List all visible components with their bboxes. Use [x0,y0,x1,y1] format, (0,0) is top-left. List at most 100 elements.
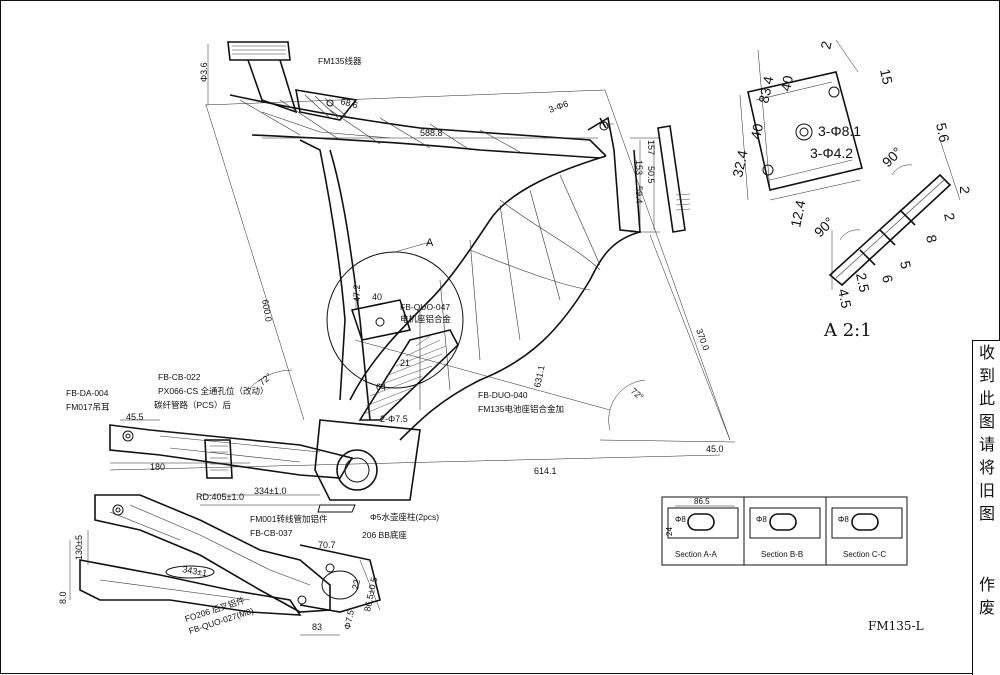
section-b-b [749,507,821,539]
dim-472: 47.2 [352,284,362,302]
dim-head-505: 50.5 [646,166,656,184]
det-834: 83.4 [755,74,776,104]
spacer-part [657,125,691,233]
dim-455: 45.5 [126,412,144,422]
dim-180: 180 [150,462,165,472]
dim-40: 40 [372,292,382,302]
dim-370: 370.0 [694,327,711,352]
seat-clamp [227,41,298,114]
callout-c11: FM001转线管加铝件 [250,514,328,524]
dim-631: 631.1 [532,364,546,388]
dim-head-153: 153 [634,160,644,175]
dim-131: 130±5 [74,535,84,560]
dim-top-tube: 588.8 [420,128,443,138]
dim-8: 8.0 [58,591,68,604]
section-b-b-label: Section B-B [761,550,803,559]
section-a-a-height: 24 [665,527,674,536]
section-labels: Section A-A Section B-B Section C-C 86.5… [665,497,886,559]
stamp-char: 图 [978,412,995,431]
dropout [79,559,302,616]
dim-83: 83 [312,622,322,632]
chainstay [109,424,354,479]
det-124: 12.4 [787,198,808,228]
dim-45: 45.0 [706,444,724,454]
det-45: 4.5 [835,287,855,310]
det-90a: 90° [879,144,905,170]
dim-405: RD:405±1.0 [196,492,244,502]
section-a-a-label: Section A-A [675,550,717,559]
battery-cover [358,329,459,421]
section-a-a-width: 86.5 [694,497,710,506]
dim-600: 600.0 [260,299,274,323]
det-5: 5 [897,259,914,270]
stamp-char: 到 [978,366,995,385]
section-c-c-label: Section C-C [843,550,886,559]
callout-c7: FB-DUO-040 [478,390,528,400]
stamp-char: 图 [978,504,995,523]
dim-seat-top: Φ3.6 [199,62,209,82]
stamp-char: 旧 [978,481,995,500]
callout-c4: 碳纤管路（PCS）后 [154,400,231,410]
det-phi81: 3-Φ8.1 [818,123,861,139]
dimension-lines [69,44,736,636]
callout-c9: FB-QUO-047 [400,302,450,312]
stamp-char: 收 [978,343,995,362]
sections-panel [661,496,908,566]
head-tube [587,116,641,233]
section-c-c-hole: Φ8 [838,515,849,524]
dim-3phi6: 3-Φ6 [547,99,569,115]
det-90b: 90° [811,214,837,240]
dim-865: 86.5±0.5 [362,576,379,612]
stamp-char: 将 [978,458,995,477]
dim-75b: 2-Φ7.5 [380,414,408,424]
dim-head-157: 157 [646,140,656,155]
dim-64: 64 [376,382,386,392]
dim-343: 343±1 [182,564,208,578]
dim-shock: 68.6 [339,96,359,110]
main-frame-view [69,41,736,636]
down-tube [349,155,641,441]
detail-a-view [739,39,961,290]
det-15: 15 [877,67,896,86]
dim-614: 614.1 [534,466,557,476]
det-8: 8 [923,233,940,244]
callout-c12: FB-CB-037 [250,528,293,538]
det-56: 5.6 [933,121,953,144]
dim-22: 22 [350,579,362,591]
stamp-char: 此 [978,389,995,408]
callout-c1: FM135线器 [318,56,362,66]
detail-a-part [350,290,412,341]
det-6: 6 [879,273,896,284]
stamp-char: 作 [978,575,995,594]
section-c-c [831,507,903,539]
callout-c2: FB-CB-022 [158,372,201,382]
callout-c10: 电机座铝合金 [400,314,452,324]
callout-c14: Φ5水壶座柱(2pcs) [370,512,439,522]
callout-c3: PX066-CS 全通孔位（改动） [158,386,269,396]
det-25: 2.5 [853,271,873,294]
dim-75: Φ7.5 [342,609,356,630]
det-40b: 40 [747,122,766,141]
shock-mount [295,89,358,121]
callout-c13: 206 BB底座 [362,530,407,540]
det-324: 32.4 [729,148,750,178]
det-2b: 2 [957,186,973,194]
section-a-a [667,505,739,539]
section-b-b-hole: Φ8 [756,515,767,524]
dimension-texts: 588.8 600.0 370.0 631.1 614.1 157 153 50… [58,62,724,632]
callout-c5: FB-DA-004 [66,388,109,398]
callout-c8: FM135电池座铝合金加 [478,404,564,414]
dim-334: 334±1.0 [254,486,286,496]
stamp-char: 废 [978,598,995,617]
section-a-a-hole: Φ8 [675,515,686,524]
detail-scale: A 2:1 [823,320,872,341]
detail-label-a: A [426,237,434,249]
drawing-number: FM135-L [868,619,924,633]
dim-707: 70.7 [318,540,336,550]
dim-72b: 72° [629,386,646,403]
bottom-bracket [314,419,421,513]
det-2c: 2 [941,211,958,222]
obsolete-notice-stamp: 收 到 此 图 请 将 旧 图 作 废 [972,340,1000,675]
dim-head-594: 59.4 [634,186,644,204]
